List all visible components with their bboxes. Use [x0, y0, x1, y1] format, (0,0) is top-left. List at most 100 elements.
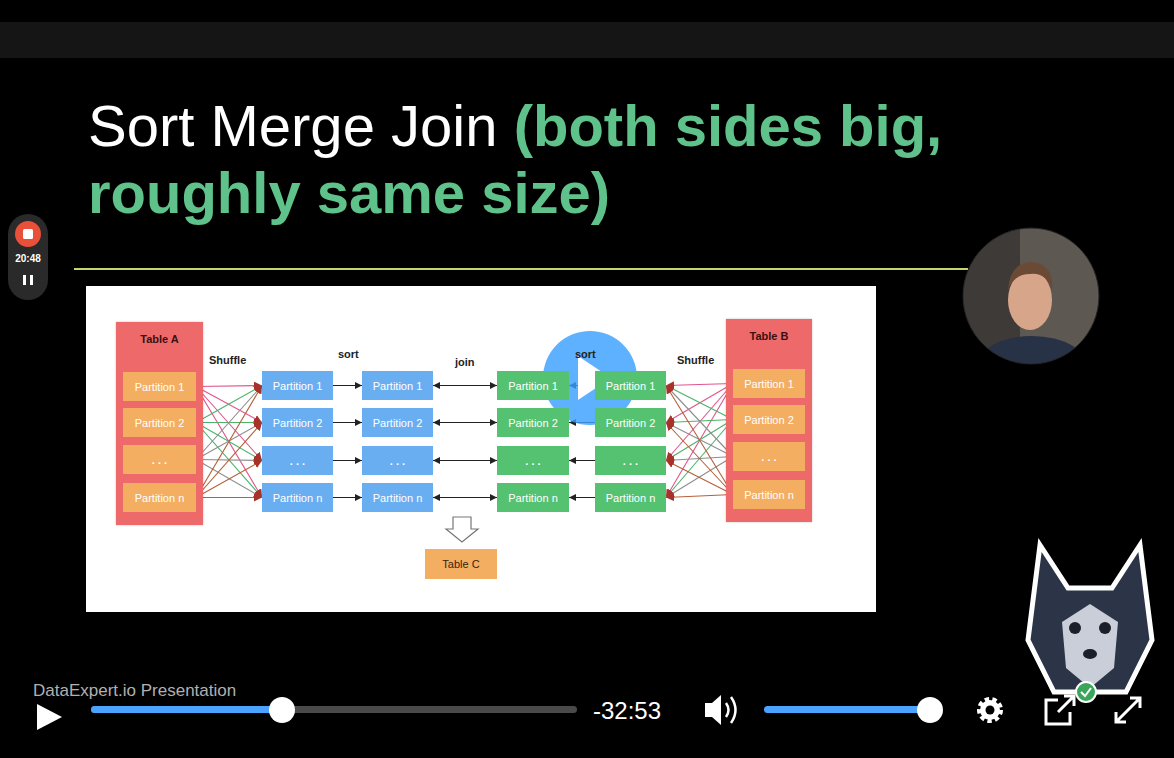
partition-box: Partition 1: [595, 371, 666, 400]
partition-label: Partition 2: [273, 417, 323, 429]
partition-label: Partition 2: [606, 417, 656, 429]
partition-label: Partition 2: [135, 417, 185, 429]
fullscreen-icon: [1116, 698, 1140, 722]
pause-icon: [30, 275, 33, 285]
shuffle-arrow: [666, 384, 733, 386]
partition-label: Partition n: [135, 492, 185, 504]
sort-arrow: [333, 497, 362, 498]
partition-box: Partition 2: [733, 405, 805, 434]
join-arrow: [433, 497, 497, 498]
partition-box: Partition 2: [262, 408, 333, 437]
shuffle-arrow: [196, 386, 262, 460]
partition-label: . . .: [525, 455, 540, 467]
webcam-feed: [960, 226, 1102, 404]
shuffle-arrow: [666, 461, 733, 495]
record-widget: [8, 214, 48, 300]
partition-box: Partition 1: [733, 369, 805, 398]
partition-box: . . .: [733, 442, 805, 471]
table-name: Table A: [140, 333, 179, 345]
shuffle-arrow: [196, 386, 262, 498]
partition-label: Partition n: [373, 492, 423, 504]
shuffle-arrow: [196, 461, 262, 498]
partition-box: Partition 1: [262, 371, 333, 400]
partition-box: Partition 2: [595, 408, 666, 437]
partition-label: Partition n: [606, 492, 656, 504]
slide-title: Sort Merge Join: [88, 93, 497, 158]
partition-box: Partition 2: [123, 408, 196, 437]
partition-box: Partition n: [733, 480, 805, 509]
partition-box: Partition n: [595, 483, 666, 512]
shuffle-arrow: [196, 387, 262, 423]
partition-label: Partition 1: [273, 380, 323, 392]
sort-arrow: [333, 422, 362, 423]
husky-logo: [1028, 545, 1152, 692]
partition-label: Partition n: [273, 492, 323, 504]
partition-label: Partition 1: [508, 380, 558, 392]
record-button: [15, 221, 41, 247]
video-title: DataExpert.io Presentation: [33, 681, 236, 701]
record-time: 20:48: [8, 253, 48, 264]
sort-arrow: [569, 460, 595, 461]
table-name: Table B: [750, 330, 789, 342]
partition-box: Partition 1: [362, 371, 433, 400]
shuffle-arrow: [666, 423, 733, 495]
stage-label: sort: [575, 348, 596, 360]
partition-box: . . .: [123, 445, 196, 474]
partition-label: Partition n: [744, 489, 794, 501]
shuffle-arrow: [666, 384, 733, 498]
volume-icon: [705, 695, 721, 725]
partition-label: Partition 1: [373, 380, 423, 392]
shuffle-arrow: [666, 420, 733, 498]
connectors: [196, 384, 733, 498]
partition-box: . . .: [362, 446, 433, 475]
partition-box: Partition 2: [497, 408, 569, 437]
result-table-box: Table C: [425, 549, 497, 579]
progress-fill: [91, 706, 282, 713]
partition-label: Partition 1: [744, 378, 794, 390]
slide-heading: Sort Merge Join(both sides big, roughly …: [88, 92, 978, 226]
partition-label: Partition 1: [135, 381, 185, 393]
husky-eye: [1069, 622, 1081, 634]
progress-track: [91, 706, 577, 713]
webcam-hoodie: [974, 336, 1090, 404]
partition-box: . . .: [262, 446, 333, 475]
sort-arrow: [333, 385, 362, 386]
hollow-down-arrow: [446, 517, 478, 542]
partition-label: Partition 1: [606, 380, 656, 392]
shuffle-arrow: [196, 386, 262, 423]
table-box: Table B Partition 1 Partition 2 . . . Partit…: [726, 319, 812, 522]
shuffle-arrow: [666, 386, 733, 457]
stage-label: Shuffle: [677, 354, 714, 366]
progress-knob: [269, 697, 295, 723]
diagram-panel: [86, 286, 876, 612]
partition-label: . . .: [623, 455, 638, 467]
husky-face: [1062, 604, 1118, 688]
partition-box: Partition 1: [123, 372, 196, 401]
husky-head: [1028, 545, 1152, 692]
partition-box: Partition n: [262, 483, 333, 512]
partition-label: . . .: [390, 455, 405, 467]
partition-label: Partition 2: [373, 417, 423, 429]
shuffle-arrow: [196, 423, 262, 498]
sort-arrow: [333, 460, 362, 461]
top-bar: [0, 22, 1174, 58]
shuffle-arrow: [196, 497, 262, 498]
partition-label: Partition n: [508, 492, 558, 504]
stop-icon: [23, 229, 33, 239]
shuffle-arrow: [196, 460, 262, 498]
shuffle-arrow: [196, 423, 262, 498]
join-arrow: [433, 385, 497, 386]
join-arrow: [433, 422, 497, 423]
shuffle-arrow: [666, 495, 733, 498]
webcam-border: [963, 228, 1099, 364]
shuffle-arrow: [196, 386, 262, 387]
partition-box: Partition n: [123, 483, 196, 512]
partition-box: Partition 1: [497, 371, 569, 400]
partition-label: . . .: [152, 454, 167, 466]
join-arrow: [433, 460, 497, 461]
webcam-hair: [1008, 262, 1052, 290]
volume-knob: [917, 697, 943, 723]
shuffle-arrow: [666, 384, 733, 423]
sort-arrow: [569, 497, 595, 498]
